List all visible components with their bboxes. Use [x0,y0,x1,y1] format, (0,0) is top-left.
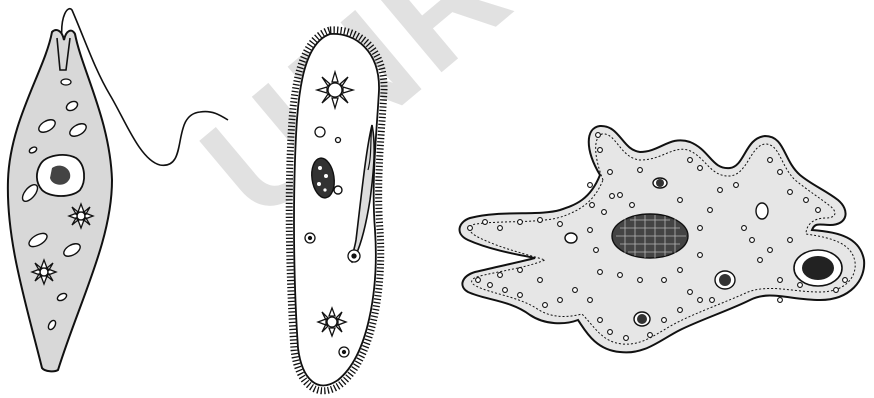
granule [798,283,803,288]
granule [602,210,607,215]
granule [648,333,653,338]
euglena [8,9,228,372]
granule [742,226,747,231]
granule [618,273,623,278]
euglena-star-2 [32,260,56,284]
granule [468,226,473,231]
granule [618,193,623,198]
paramecium-contractile-vacuole-bottom [318,308,346,336]
granule [698,226,703,231]
granule [638,278,643,283]
granule [778,170,783,175]
granule [688,158,693,163]
granule [688,290,693,295]
granule [590,203,595,208]
granule [588,183,593,188]
granule [788,238,793,243]
granule [630,203,635,208]
granule [518,293,523,298]
granule [598,148,603,153]
granule [596,133,601,138]
granule [708,208,713,213]
granule [778,278,783,283]
granule [483,220,488,225]
granule [768,158,773,163]
granule [662,318,667,323]
granule [638,168,643,173]
granule [758,258,763,263]
granule [610,194,615,199]
granule [678,198,683,203]
granule [573,288,578,293]
granule [498,226,503,231]
paramecium [289,30,384,391]
granule [624,336,629,341]
granule [834,288,839,293]
granule [498,273,503,278]
granule [598,318,603,323]
granule [710,298,715,303]
granule [558,298,563,303]
granule [778,298,783,303]
granule [750,238,755,243]
granule [608,170,613,175]
granule [543,303,548,308]
granule [816,208,821,213]
granule [476,278,481,283]
granule [698,166,703,171]
granule [678,268,683,273]
granule [588,228,593,233]
granule [518,268,523,273]
euglena-eyespot [61,79,71,85]
granule [804,198,809,203]
granule [488,283,493,288]
granule [594,248,599,253]
granule [558,222,563,227]
granule [538,218,543,223]
granule [698,253,703,258]
amoeba-ingested-food [802,256,834,280]
granule [698,298,703,303]
granule [608,330,613,335]
granule [518,220,523,225]
granule [678,308,683,313]
granule [662,278,667,283]
granule [588,298,593,303]
paramecium-micronucleus [334,186,342,194]
granule [598,270,603,275]
granule [503,288,508,293]
granule [843,278,848,283]
amoeba [460,126,865,352]
paramecium-contractile-vacuole-top [317,72,353,108]
granule [768,248,773,253]
euglena-star-1 [69,204,93,228]
granule [718,188,723,193]
granule [734,183,739,188]
granule [538,278,543,283]
granule [788,190,793,195]
